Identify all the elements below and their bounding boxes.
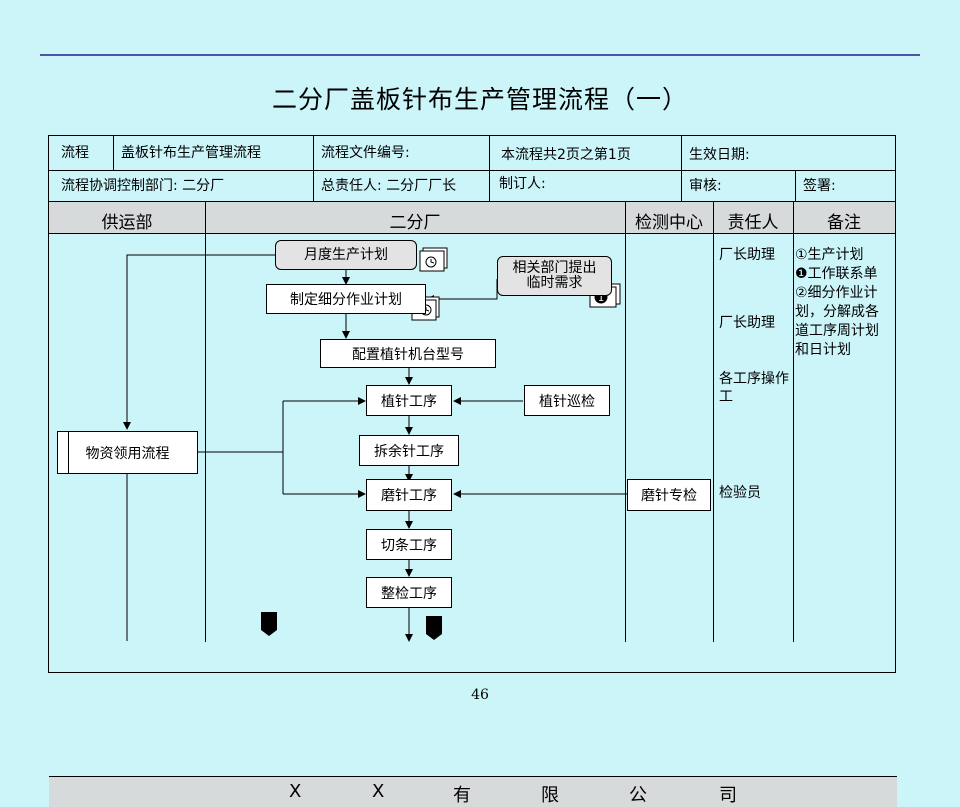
header-separator xyxy=(795,170,796,201)
footer-char: X xyxy=(372,781,385,802)
grinding-check-box: 磨针专检 xyxy=(627,479,711,511)
process-sheet: 流程 盖板针布生产管理流程 流程文件编号: 本流程共2页之第1页 生效日期: 流… xyxy=(48,135,897,807)
config-model-box: 配置植针机台型号 xyxy=(320,339,496,368)
header-effective-date: 生效日期: xyxy=(689,147,750,163)
header-divider xyxy=(49,170,895,171)
column-notes: 备注 xyxy=(827,213,861,233)
column-supply: 供运部 xyxy=(101,213,153,233)
responsible-2: 厂长助理 xyxy=(719,315,775,331)
detail-plan-box: 制定细分作业计划 xyxy=(266,284,426,314)
lane-divider xyxy=(713,202,714,642)
column-factory: 二分厂 xyxy=(389,213,441,233)
column-responsible: 责任人 xyxy=(727,213,779,233)
header-process-name: 盖板针布生产管理流程 xyxy=(121,145,261,161)
header-separator xyxy=(681,136,682,201)
svg-text:1: 1 xyxy=(598,293,604,304)
related-dept-box: 相关部门提出临时需求 xyxy=(497,256,612,296)
notes-text: ①生产计划 ❶工作联系单 ②细分作业计划，分解成各道工序周计划和日计划 xyxy=(795,247,879,358)
column-testing: 检测中心 xyxy=(635,213,703,233)
column-header-divider xyxy=(49,233,895,234)
cutting-box: 切条工序 xyxy=(366,529,452,560)
page-number: 46 xyxy=(471,687,489,703)
footer-char: 限 xyxy=(541,785,559,806)
footer-char: 司 xyxy=(719,785,737,806)
responsible-1: 厂长助理 xyxy=(719,247,775,263)
header-chief: 总责任人: 二分厂厂长 xyxy=(321,178,457,194)
header-divider xyxy=(49,201,895,202)
header-process-label: 流程 xyxy=(61,145,89,161)
predefined-process-bar xyxy=(68,432,69,473)
column-header-band xyxy=(49,202,895,233)
needle-planting-box: 植针工序 xyxy=(366,385,452,416)
remove-needle-box: 拆余针工序 xyxy=(359,435,459,466)
final-check-box: 整检工序 xyxy=(366,577,452,608)
page-title: 二分厂盖板针布生产管理流程（一） xyxy=(271,85,688,114)
header-file-number: 流程文件编号: xyxy=(321,145,410,161)
header-control-dept: 流程协调控制部门: 二分厂 xyxy=(61,178,225,194)
header-review: 审核: xyxy=(689,178,722,194)
grinding-box: 磨针工序 xyxy=(366,479,452,511)
footer-char: 公 xyxy=(629,785,647,806)
header-separator xyxy=(489,136,490,201)
header-separator xyxy=(113,136,114,170)
lane-divider xyxy=(793,202,794,642)
material-flow-label: 物资领用流程 xyxy=(85,445,170,462)
monthly-plan-box: 月度生产计划 xyxy=(275,240,417,270)
footer-char: 有 xyxy=(453,785,471,806)
company-footer xyxy=(49,776,897,807)
responsible-3: 各工序操作工 xyxy=(719,371,789,405)
needle-inspection-box: 植针巡检 xyxy=(524,385,610,416)
material-flow-box: 物资领用流程 xyxy=(57,431,198,474)
lane-divider xyxy=(625,202,626,642)
header-signature: 签署: xyxy=(803,178,836,194)
lane-divider xyxy=(205,202,206,642)
responsible-4: 检验员 xyxy=(719,485,761,501)
header-page-info: 本流程共2页之第1页 xyxy=(501,147,631,163)
header-author: 制订人: xyxy=(499,176,546,192)
footer-char: X xyxy=(289,781,302,802)
header-separator xyxy=(313,136,314,201)
title-rule xyxy=(40,54,920,56)
